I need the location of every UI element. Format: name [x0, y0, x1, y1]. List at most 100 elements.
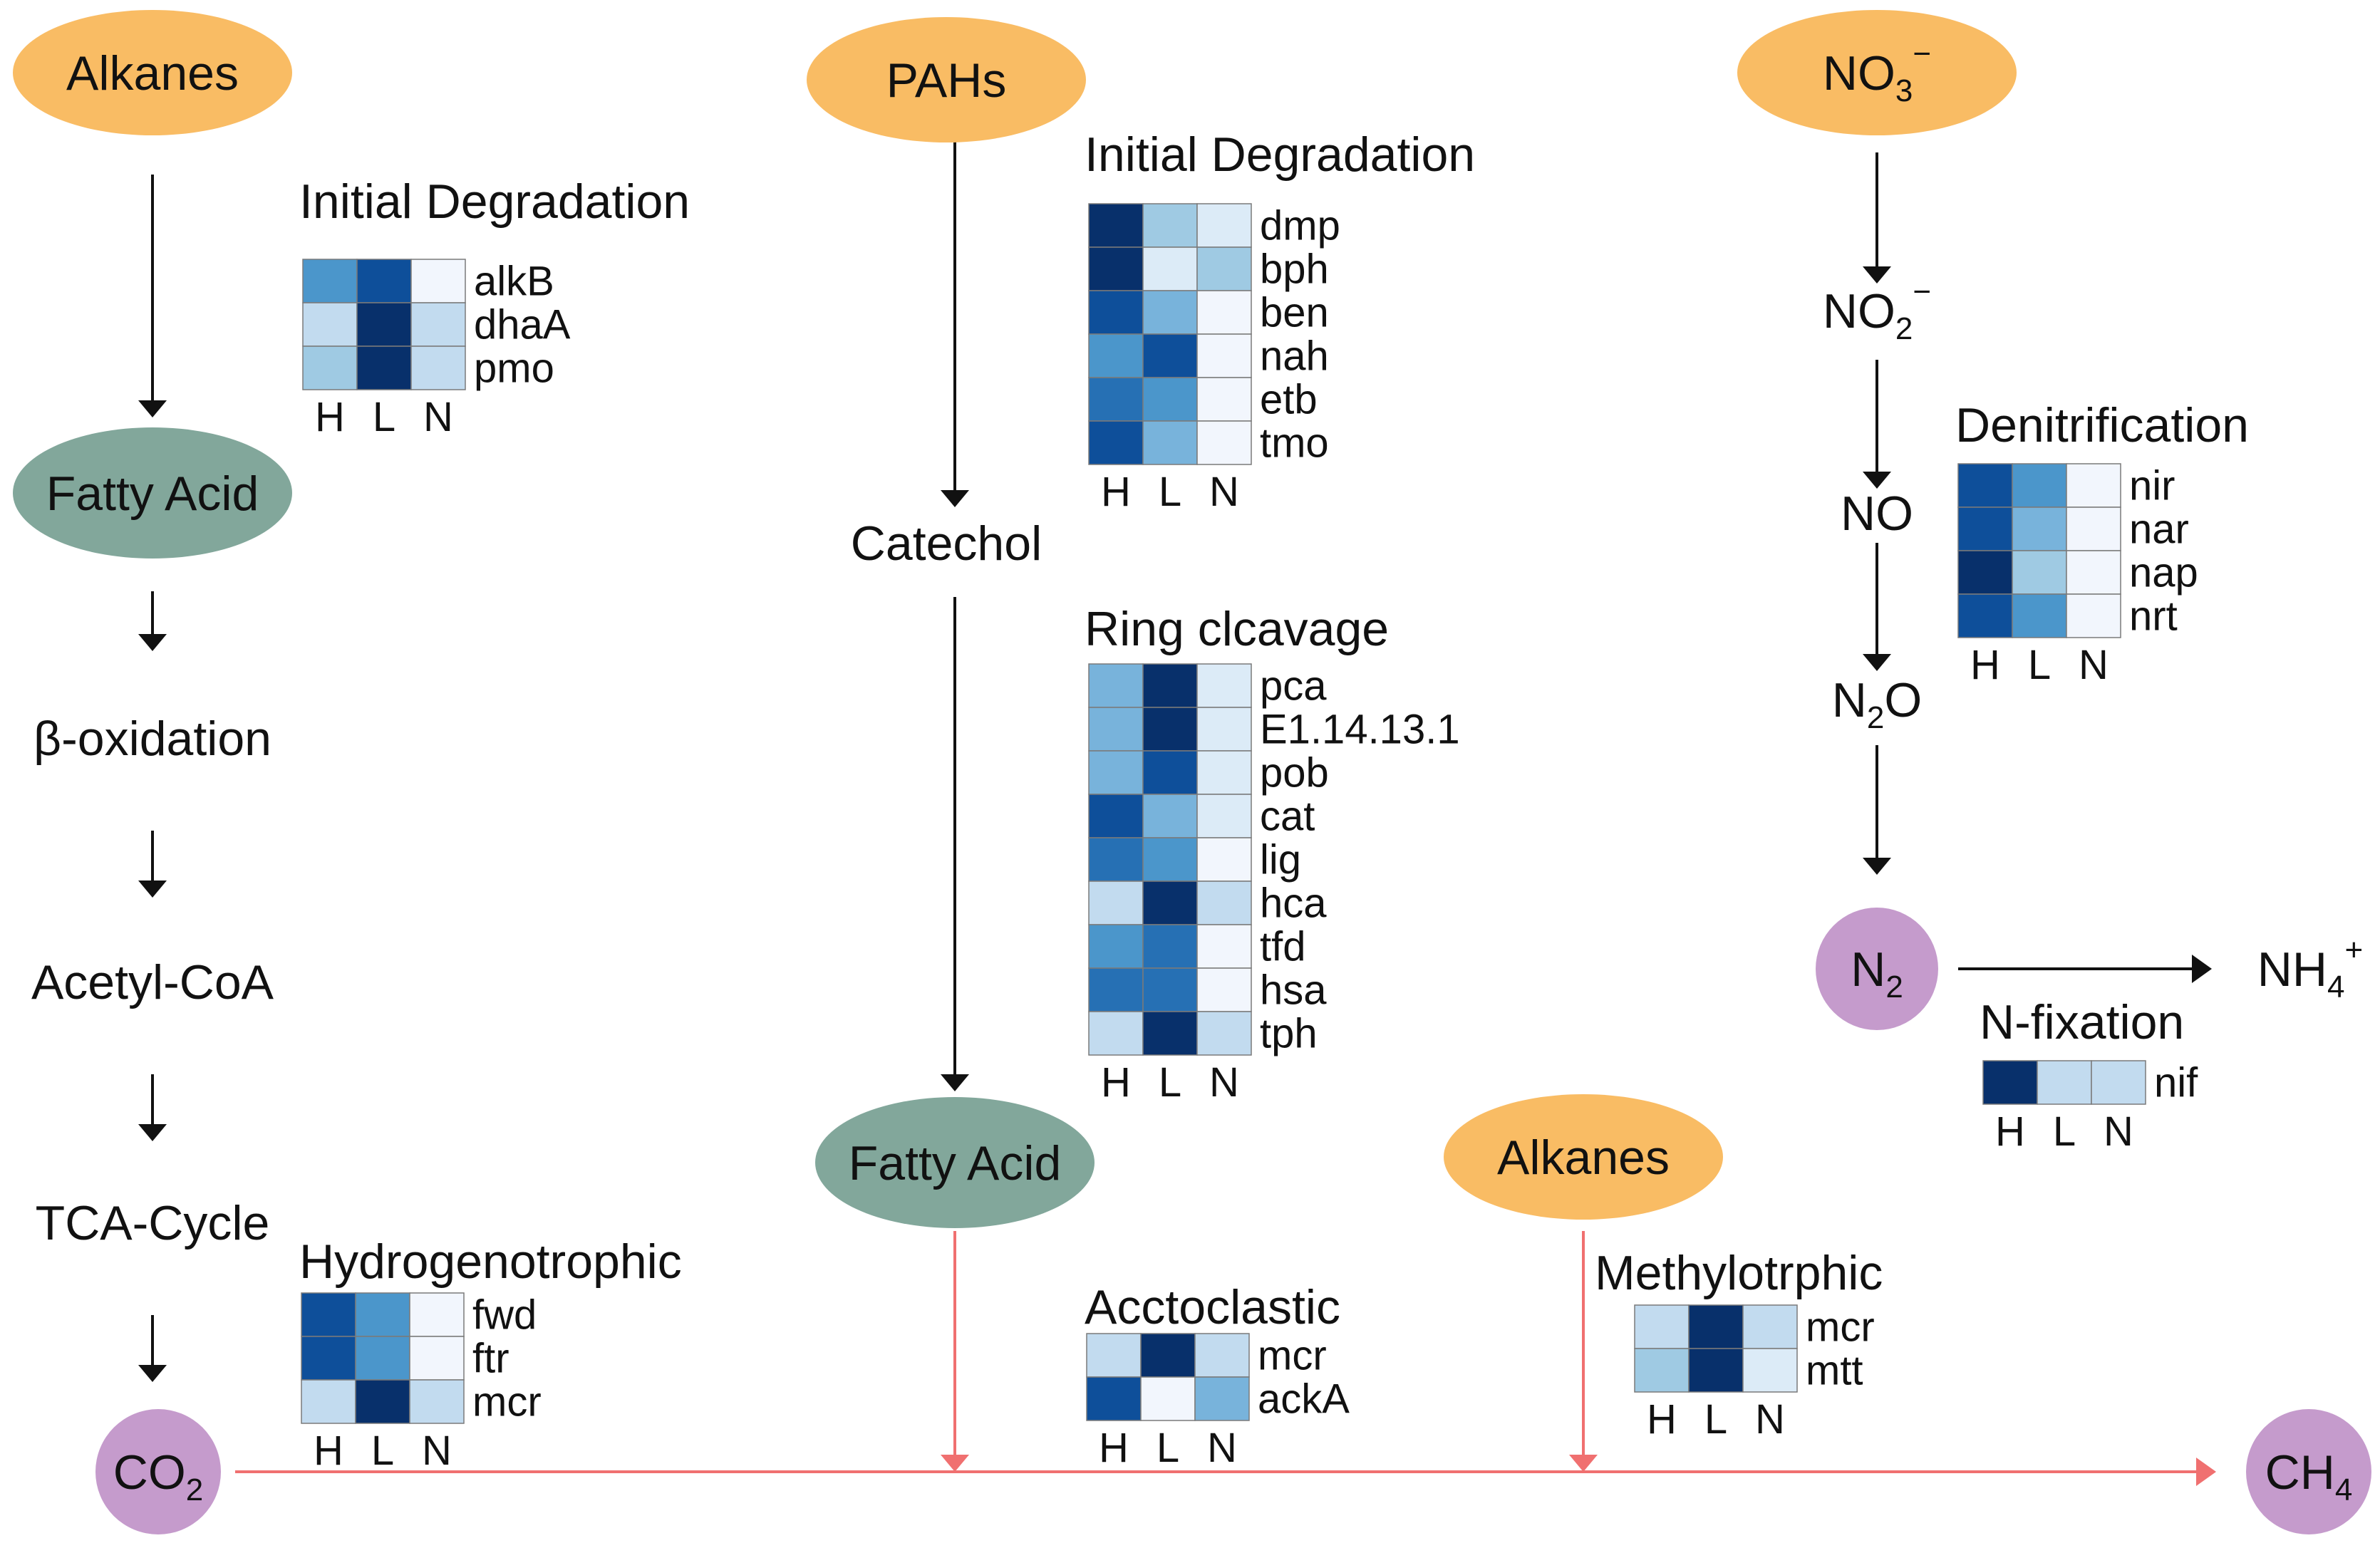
heatmap-cell	[2066, 463, 2121, 508]
arrowhead	[1863, 858, 1891, 875]
nh4-base: NH	[2257, 942, 2327, 997]
column-label: H	[314, 1428, 343, 1474]
heatmap-cell	[1088, 750, 1144, 795]
heatmap-cell	[301, 1379, 356, 1424]
gene-label: cat	[1260, 794, 1315, 840]
heatmap-cell	[2012, 507, 2067, 551]
heatmap-cell	[1196, 881, 1252, 925]
gene-label: ftr	[472, 1336, 509, 1382]
black-arrows	[151, 137, 2205, 1378]
n2o-base: N	[1832, 673, 1867, 727]
heatmap-cell	[1742, 1348, 1798, 1393]
heatmap-cell	[356, 259, 412, 303]
pahs-node	[807, 17, 1086, 142]
arrowhead	[138, 634, 167, 651]
pahs-label: PAHs	[886, 53, 1007, 108]
heatmap-cell	[1088, 881, 1144, 925]
heatmap-cell	[1142, 246, 1198, 291]
column-label: L	[1159, 469, 1181, 515]
heatmap-cell	[302, 346, 358, 390]
n2-label: N2	[1851, 942, 1903, 1004]
column-label: H	[1099, 1425, 1129, 1471]
heatmap-cell	[1088, 290, 1144, 335]
co2-label: CO2	[113, 1445, 203, 1507]
heatmap-cell	[1742, 1304, 1798, 1349]
heatmap-title: Acctoclastic	[1085, 1280, 1340, 1334]
gene-label: nir	[2129, 463, 2175, 509]
column-label: L	[1157, 1425, 1179, 1471]
heatmap-cell	[1140, 1333, 1196, 1378]
heatmap-cell	[1196, 924, 1252, 969]
arrowhead	[1863, 266, 1891, 284]
gene-label: pmo	[474, 346, 554, 392]
heatmap-title: Initial Degradation	[299, 175, 690, 229]
gene-label: alkB	[474, 259, 554, 305]
gene-label: ackA	[1258, 1376, 1350, 1423]
n2o-tail: O	[1884, 673, 1922, 727]
column-label: L	[1159, 1059, 1181, 1106]
arrowhead	[138, 1365, 167, 1382]
heatmap-cell	[2012, 550, 2067, 595]
heatmap-cell	[1142, 290, 1198, 335]
heatmap-cell	[1142, 794, 1198, 838]
no2-superscript: −	[1913, 274, 1931, 309]
heatmap-cell	[1142, 1011, 1198, 1056]
heatmap-cell	[1142, 707, 1198, 752]
ch4-label: CH4	[2265, 1445, 2353, 1507]
heatmap-cell	[2012, 593, 2067, 638]
heatmap-ring-cleavage: Ring clcavagepcaE1.14.13.1pobcatlighcatf…	[1085, 602, 1460, 1106]
heatmap-cell	[1196, 1011, 1252, 1056]
column-label: N	[1755, 1396, 1785, 1443]
heatmap-cell	[2066, 550, 2121, 595]
heatmap-cell	[1194, 1376, 1250, 1421]
heatmap-cell	[356, 302, 412, 347]
column-label: N	[1207, 1425, 1237, 1471]
heatmap-cell	[1196, 203, 1252, 248]
column-label: H	[1647, 1396, 1677, 1443]
n2-base: N	[1851, 942, 1885, 997]
tca-cycle-label: TCA-Cycle	[36, 1196, 270, 1250]
gene-label: mtt	[1806, 1348, 1863, 1394]
no2-label: NO2−	[1823, 274, 1931, 346]
gene-label: lig	[1260, 837, 1301, 883]
arrowhead	[138, 881, 167, 898]
column-label: N	[1209, 1059, 1239, 1106]
gene-label: dmp	[1260, 203, 1340, 249]
gene-label: mcr	[472, 1379, 542, 1425]
n2o-label: N2O	[1832, 673, 1923, 735]
heatmap-cell	[1088, 794, 1144, 838]
heatmap-cell	[1634, 1304, 1690, 1349]
heatmap-cell	[301, 1336, 356, 1381]
nh4-subscript: 4	[2327, 970, 2344, 1004]
co2-node	[95, 1409, 221, 1534]
gene-label: ben	[1260, 290, 1329, 336]
heatmap-cell	[1142, 881, 1198, 925]
node-shapes	[13, 10, 2371, 1534]
column-label: L	[1704, 1396, 1727, 1443]
nh4-superscript: +	[2345, 933, 2364, 967]
co2-subscript: 2	[186, 1472, 203, 1507]
gene-label: fwd	[472, 1292, 537, 1339]
heatmap-cell	[1088, 1011, 1144, 1056]
fatty-acid-center-node	[815, 1097, 1095, 1228]
column-label: H	[1101, 469, 1131, 515]
gene-label: nif	[2154, 1060, 2198, 1106]
alkanes-top-label: Alkanes	[66, 46, 239, 100]
alkanes-bottom-label: Alkanes	[1497, 1131, 1670, 1185]
heatmap-cell	[1086, 1333, 1142, 1378]
alkanes-bottom-node	[1444, 1094, 1723, 1220]
heatmap-cell	[410, 302, 466, 347]
heatmap-cell	[1196, 246, 1252, 291]
heatmap-cell	[356, 346, 412, 390]
heatmap-cell	[1142, 333, 1198, 378]
heatmap-cell	[1196, 377, 1252, 422]
heatmap-cell	[355, 1336, 410, 1381]
heatmap-cell	[355, 1292, 410, 1337]
gene-label: mcr	[1258, 1333, 1327, 1379]
heatmap-cell	[1088, 333, 1144, 378]
ch4-node	[2246, 1409, 2371, 1534]
heatmap-cell	[302, 302, 358, 347]
heatmap-cell	[1957, 550, 2013, 595]
